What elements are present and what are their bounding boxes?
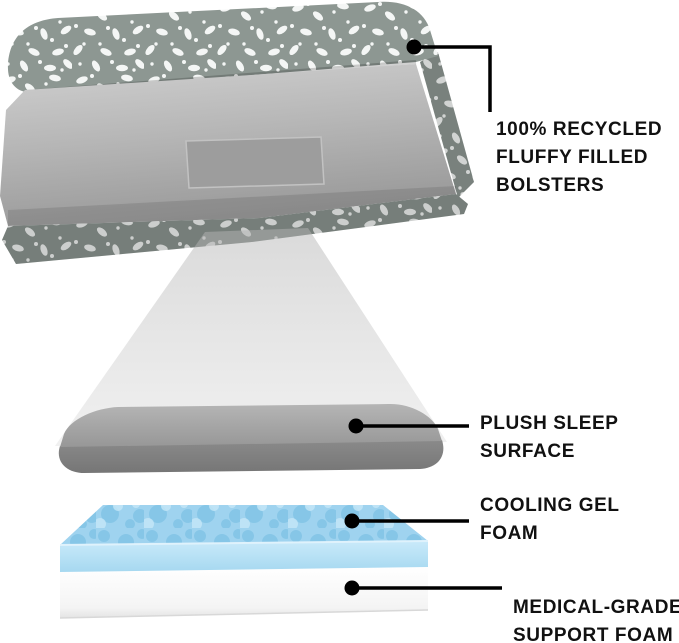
bed-base-skirt (2, 194, 468, 264)
callout-dot-sleep-surface (348, 418, 364, 434)
plush-layer-top (60, 403, 442, 447)
support-foam-layer-shape (60, 567, 428, 618)
callout-dot-bolsters (406, 39, 422, 55)
bed-label-patch (185, 136, 325, 189)
callout-label-line: SURFACE (480, 441, 575, 462)
gel-foam-top-shape (60, 505, 428, 545)
callout-dot-support-foam (344, 580, 360, 596)
callout-label-line: FOAM (480, 523, 539, 544)
callout-label-sleep-surface: PLUSH SLEEP SURFACE (480, 410, 619, 466)
callout-label-line: PLUSH SLEEP (480, 413, 619, 434)
callout-label-line: BOLSTERS (496, 175, 605, 196)
callout-label-line: MEDICAL-GRADE (513, 597, 679, 618)
callout-label-support-foam: MEDICAL-GRADE SUPPORT FOAM (513, 594, 679, 643)
gel-foam-front-shape (60, 541, 428, 572)
foam-layers (59, 505, 429, 619)
bolster-bed (0, 1, 474, 264)
bed-front-drape-shadow (8, 186, 456, 226)
bed-right-side-face (420, 52, 474, 198)
callout-dots (344, 39, 422, 596)
callout-label-line: 100% RECYCLED (496, 119, 663, 140)
callout-label-line: FLUFFY FILLED (496, 147, 649, 168)
callout-label-line: COOLING GEL (480, 495, 620, 516)
foam-bottom-edge (59, 609, 429, 619)
plush-layer-front (58, 440, 444, 473)
bed-base-skirt-shade (2, 194, 468, 264)
callout-line-bolsters (421, 45, 492, 112)
callout-dot-cooling-gel (344, 513, 360, 529)
bolster-shape (7, 1, 438, 92)
gel-foam-top-edge-highlight (59, 540, 429, 546)
plush-layer (58, 403, 444, 473)
callout-label-line: SUPPORT FOAM (513, 625, 674, 643)
callout-label-cooling-gel: COOLING GEL FOAM (480, 492, 620, 548)
callout-markers (359, 45, 502, 590)
callout-label-bolsters: 100% RECYCLED FLUFFY FILLED BOLSTERS (496, 116, 662, 200)
projection-beam (55, 228, 447, 446)
bed-right-side-shade (420, 52, 474, 198)
